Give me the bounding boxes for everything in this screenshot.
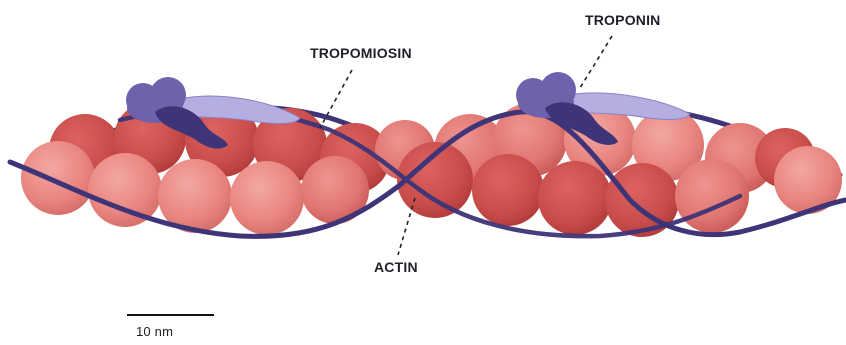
actin-monomer: [538, 161, 612, 235]
actin-monomer: [230, 161, 304, 235]
actin-label: ACTIN: [374, 259, 418, 275]
actin-monomer: [472, 154, 544, 226]
actin-monomer: [21, 141, 95, 215]
actin-monomer: [88, 153, 162, 227]
tropomiosin-label: TROPOMIOSIN: [310, 45, 412, 61]
scale-bar-label: 10 nm: [136, 324, 173, 339]
troponin-label: TROPONIN: [585, 12, 661, 28]
troponin-leader-line: [580, 36, 612, 88]
actin-leader-line: [398, 198, 415, 255]
